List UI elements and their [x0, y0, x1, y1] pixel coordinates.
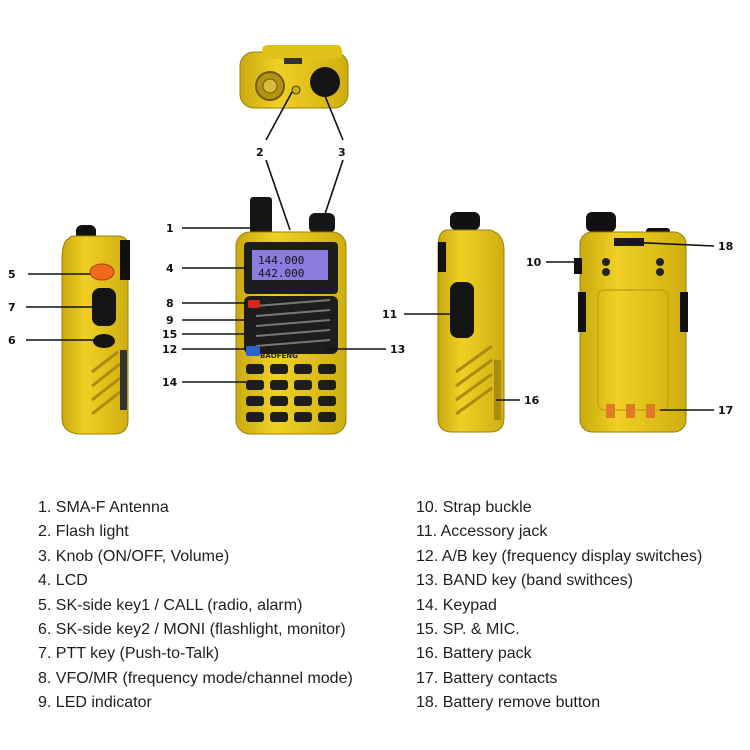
callout-7: 7	[8, 301, 16, 314]
legend-item: 13. BAND key (band swithces)	[416, 572, 633, 590]
radio-left-side-view	[61, 225, 130, 435]
callout-14: 14	[162, 376, 178, 389]
legend-item: 18. Battery remove button	[416, 694, 601, 712]
radio-front-view: 144.000 442.000 BAOFENG	[235, 197, 347, 435]
legend-item: 1. SMA-F Antenna	[38, 499, 169, 516]
callout-10: 10	[526, 256, 542, 269]
callout-1: 1	[166, 222, 174, 235]
battery-contact	[646, 404, 655, 418]
legend-item: 2. Flash light	[38, 523, 129, 541]
legend-item: 9. LED indicator	[38, 694, 152, 712]
legend-item: 4. LCD	[38, 572, 88, 590]
lcd-line-2: 442.000	[258, 267, 304, 280]
callout-12: 12	[162, 343, 177, 356]
battery-contact	[606, 404, 615, 418]
legend-item: 14. Keypad	[416, 596, 497, 614]
callout-9: 9	[166, 314, 174, 327]
legend-right: 10. Strap buckle 11. Accessory jack 12. …	[416, 496, 702, 716]
callout-11: 11	[382, 308, 397, 321]
legend-item: 15. SP. & MIC.	[416, 621, 520, 639]
lcd-screen	[252, 250, 328, 280]
knob	[309, 213, 335, 233]
callout-2: 2	[256, 146, 264, 159]
callout-17: 17	[718, 404, 733, 417]
legend-item: 6. SK-side key2 / MONI (flashlight, moni…	[38, 621, 346, 639]
legend-item: 7. PTT key (Push-to-Talk)	[38, 645, 220, 663]
radio-right-side-view	[437, 212, 505, 433]
lcd-line-1: 144.000	[258, 254, 304, 267]
legend-left: 1. SMA-F Antenna 2. Flash light 3. Knob …	[38, 496, 353, 716]
callout-3: 3	[338, 146, 346, 159]
legend-item: 8. VFO/MR (frequency mode/channel mode)	[38, 669, 353, 687]
legend-item: 10. Strap buckle	[416, 499, 532, 516]
legend-item: 5. SK-side key1 / CALL (radio, alarm)	[38, 596, 303, 614]
antenna	[250, 197, 272, 237]
radio-back-view	[574, 212, 688, 433]
legend-item: 17. Battery contacts	[416, 669, 558, 687]
legend-item: 12. A/B key (frequency display switches)	[416, 547, 703, 565]
brand-label: BAOFENG	[260, 352, 298, 360]
callout-18: 18	[718, 240, 733, 253]
leader-lines	[26, 91, 715, 411]
legend-item: 3. Knob (ON/OFF, Volume)	[38, 547, 230, 565]
callout-15: 15	[162, 328, 177, 341]
keypad	[246, 364, 336, 422]
callout-4: 4	[166, 262, 174, 275]
battery-contact	[626, 404, 635, 418]
callout-numbers: 2 3 1 4 5 7 6 8 9 15 12 13 14 11 16 10 1…	[8, 146, 733, 417]
accessory-jack	[450, 282, 474, 338]
callout-8: 8	[166, 297, 174, 310]
radio-diagram: 144.000 442.000 BAOFENG	[8, 45, 733, 435]
callout-13: 13	[390, 343, 405, 356]
legend-item: 16. Battery pack	[416, 645, 532, 663]
callout-6: 6	[8, 334, 16, 347]
callout-5: 5	[8, 268, 16, 281]
radio-top-view	[239, 45, 349, 109]
callout-16: 16	[524, 394, 540, 407]
legend-item: 11. Accessory jack	[416, 523, 548, 541]
